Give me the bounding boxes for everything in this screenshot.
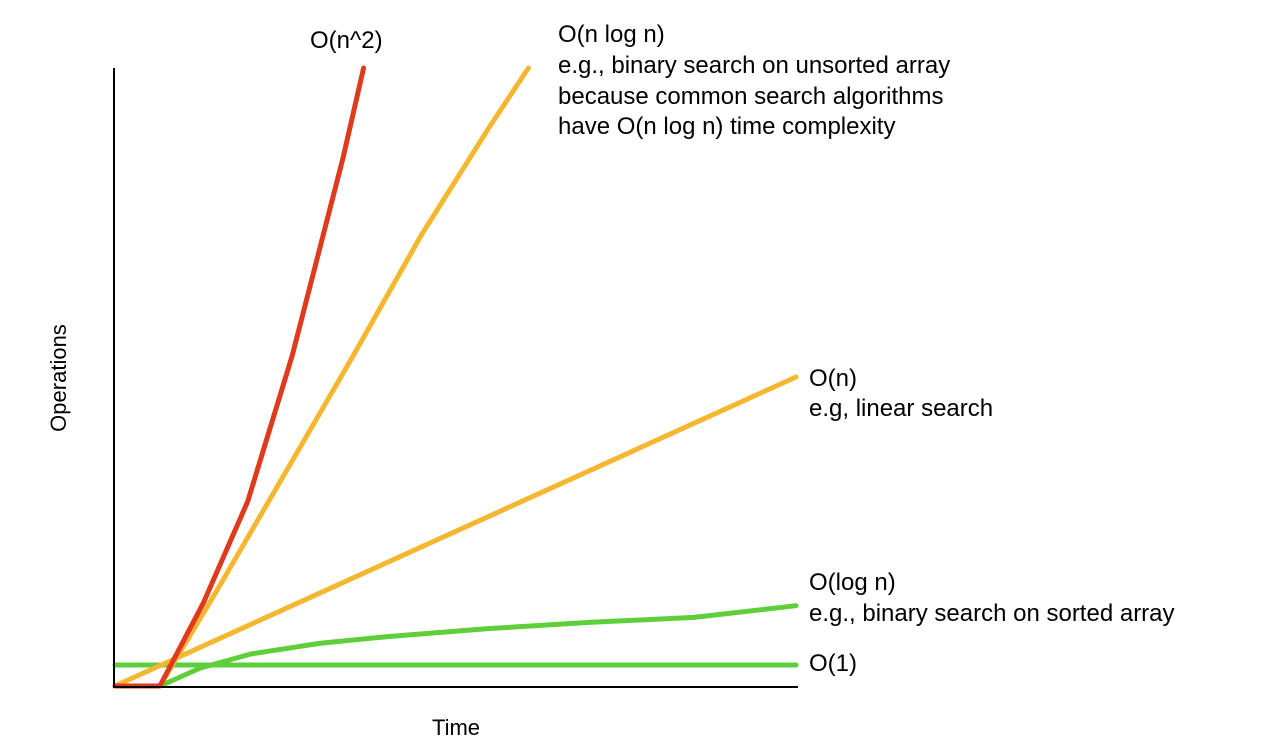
label-onlogn-note-2: have O(n log n) time complexity (558, 113, 895, 140)
label-onlogn-example: e.g., binary search on unsorted array (558, 52, 950, 79)
x-axis-label: Time (432, 715, 480, 740)
label-onlogn: O(n log n) (558, 21, 665, 48)
label-on-example: e.g, linear search (809, 395, 993, 422)
series-line-n2 (112, 65, 367, 689)
label-on: O(n) (809, 365, 857, 392)
y-axis-label: Operations (46, 324, 71, 432)
label-on2: O(n^2) (310, 27, 383, 54)
label-ologn: O(log n) (809, 569, 896, 596)
series-line-logn (112, 603, 799, 689)
label-onlogn-note-1: because common search algorithms (558, 83, 944, 110)
label-o1: O(1) (809, 650, 857, 677)
series-line-n (112, 374, 799, 689)
label-ologn-example: e.g., binary search on sorted array (809, 600, 1175, 627)
series-layer (112, 65, 799, 689)
